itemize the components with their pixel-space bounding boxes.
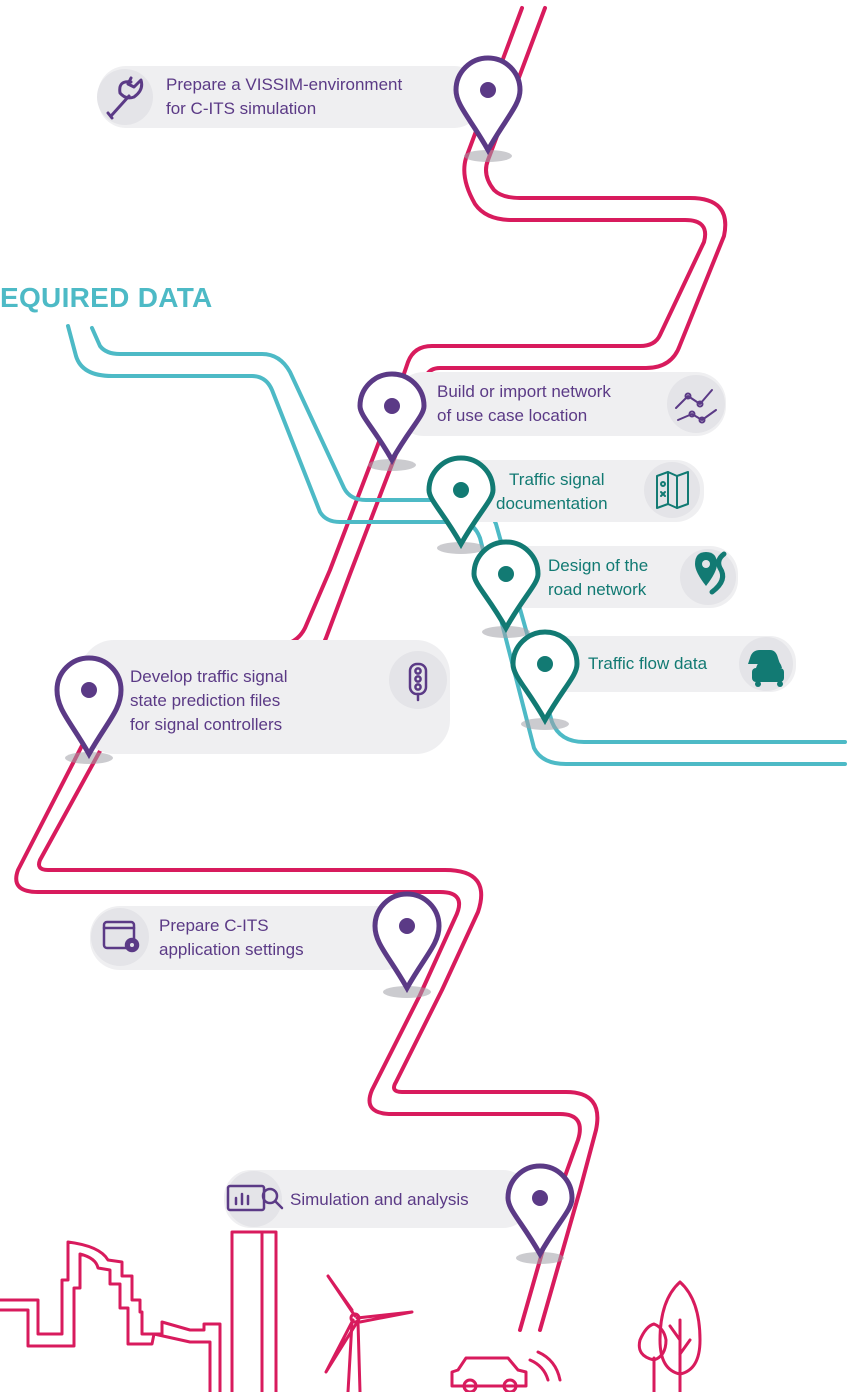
pins xyxy=(54,55,580,1264)
step-5-label: Simulation and analysis xyxy=(290,1188,469,1212)
analytics-icon xyxy=(226,1184,284,1212)
app-settings-icon xyxy=(102,920,140,953)
icon-bg-step-2 xyxy=(667,375,725,433)
pin-step-2 xyxy=(357,371,427,471)
step-1-label: Prepare a VISSIM-environment for C-ITS s… xyxy=(166,73,402,121)
pin-data-2 xyxy=(471,539,541,638)
card-data-2 xyxy=(494,546,738,608)
skyline xyxy=(0,1230,702,1392)
step-2-label-line-1: Build or import network xyxy=(437,382,611,401)
card-data-3 xyxy=(540,636,796,692)
required-data-heading: EQUIRED DATA xyxy=(0,282,213,313)
card-step-1 xyxy=(98,66,482,128)
step-2-label-line-2: of use case location xyxy=(437,406,588,425)
pin-step-1 xyxy=(453,55,523,162)
pin-step-4 xyxy=(372,891,442,998)
tree-icon xyxy=(637,1280,702,1392)
building-outline-2 xyxy=(0,1252,212,1392)
data-3-label: Traffic flow data xyxy=(588,652,707,676)
icon-bg-step-4 xyxy=(91,908,149,966)
wrench-icon xyxy=(106,76,144,120)
car-icon xyxy=(450,1350,562,1392)
cars-icon xyxy=(748,650,784,687)
icon-bg-data-1 xyxy=(644,462,700,518)
pin-step-3 xyxy=(54,655,124,764)
building-outline xyxy=(0,1240,222,1392)
data-2-label: Design of the road network xyxy=(548,554,648,602)
traffic-light-icon xyxy=(408,662,428,702)
data-2-label-line-2: road network xyxy=(548,580,647,599)
step-3-label-line-2: state prediction files xyxy=(130,691,281,710)
data-1-label-line-1: Traffic signal xyxy=(509,470,605,489)
step-3-label-line-1: Develop traffic signal xyxy=(130,667,288,686)
card-step-2 xyxy=(394,372,726,436)
data-2-label-line-1: Design of the xyxy=(548,556,649,575)
step-1-label-line-2: for C-ITS simulation xyxy=(166,99,317,118)
card-step-3 xyxy=(80,640,450,754)
network-graph-icon xyxy=(675,389,717,424)
data-route-outer-line xyxy=(66,324,847,766)
step-1-label-line-1: Prepare a VISSIM-environment xyxy=(166,75,403,94)
tower xyxy=(230,1230,278,1392)
step-2-label: Build or import network of use case loca… xyxy=(437,380,611,428)
cards xyxy=(80,66,796,1228)
data-1-label-line-2: documentation xyxy=(496,494,608,513)
step-4-label-line-2: application settings xyxy=(159,940,304,959)
pin-step-5 xyxy=(505,1163,575,1264)
card-step-4 xyxy=(90,906,414,970)
route-icon xyxy=(695,551,727,595)
step-3-label: Develop traffic signal state prediction … xyxy=(130,665,288,737)
step-4-label-line-1: Prepare C-ITS xyxy=(159,916,269,935)
icon-bg-step-3 xyxy=(389,651,447,709)
step-5-label-line-1: Simulation and analysis xyxy=(290,1190,469,1209)
pin-data-1 xyxy=(426,455,496,554)
map-icon xyxy=(656,471,689,509)
step-3-label-line-3: for signal controllers xyxy=(130,715,283,734)
data-1-label: Traffic signal documentation xyxy=(496,468,608,516)
pin-data-3 xyxy=(510,629,580,730)
step-4-label: Prepare C-ITS application settings xyxy=(159,914,304,962)
card-data-1 xyxy=(448,460,704,522)
card-step-5 xyxy=(224,1170,530,1228)
icon-bg-step-5 xyxy=(226,1171,282,1227)
wind-turbine xyxy=(324,1274,414,1392)
data-3-label-line-1: Traffic flow data xyxy=(588,654,708,673)
icons xyxy=(102,76,784,1212)
